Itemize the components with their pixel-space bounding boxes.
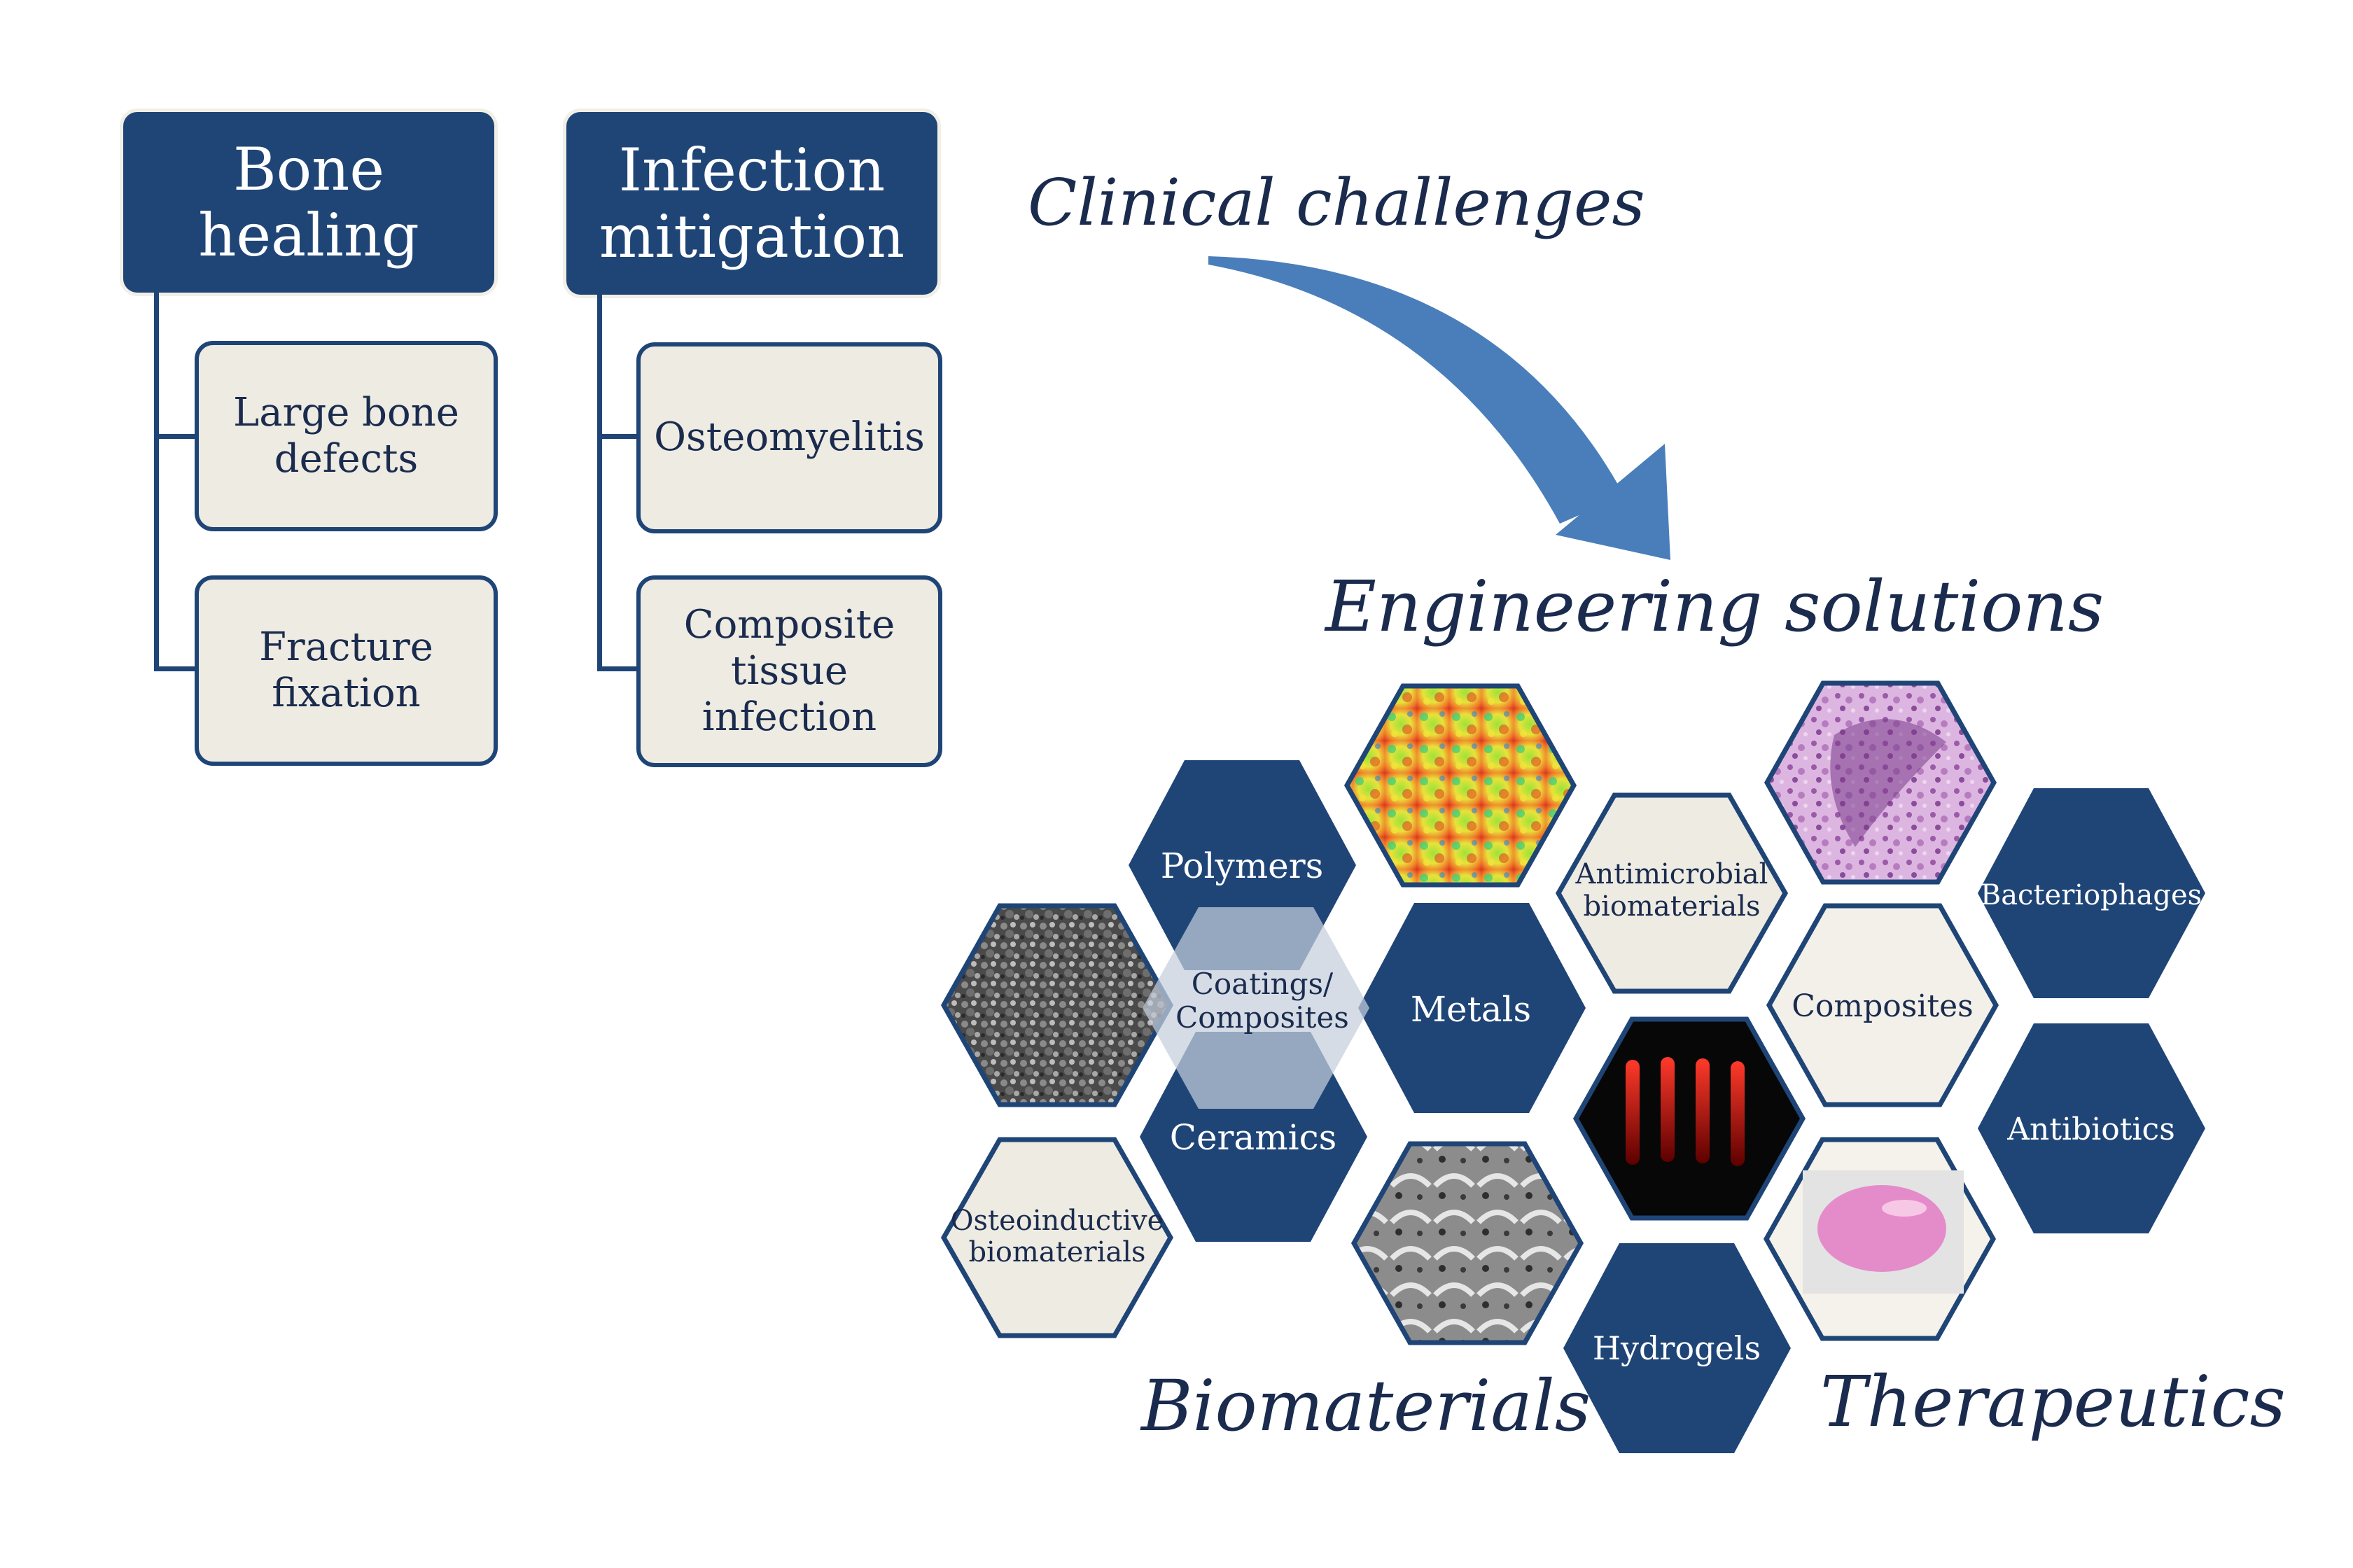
large-bone-defects-box: Large bone defects	[195, 341, 498, 531]
hydrogel-highlight	[1882, 1200, 1927, 1217]
antibiotics-hex-label: Antibiotics	[2006, 1112, 2175, 1147]
composite-tissue-infection-line: infection	[701, 694, 877, 741]
hydrogel-image-hex	[1763, 1137, 1997, 1341]
polymers-hex-label: Polymers	[1161, 846, 1324, 886]
fluorescence-image	[1572, 1016, 1806, 1221]
histology-hex	[1764, 680, 1997, 885]
sem-micrograph-hex	[940, 903, 1174, 1107]
coatings-composites-label-line: Coatings/	[1192, 967, 1334, 1001]
antibiotics-hex-shape	[1978, 1023, 2205, 1233]
composite-tissue-infection-box: Composite tissue infection	[636, 575, 942, 767]
antimicrobial-label-line: biomaterials	[1583, 890, 1760, 923]
fracture-fixation-line: Fracture	[259, 624, 433, 670]
coatings-composites-label-line: Composites	[1175, 1000, 1349, 1035]
infection-mitigation-title-line: Infection	[618, 136, 886, 205]
therapeutics-label: Therapeutics	[1820, 1361, 2286, 1443]
hydrogels-hex-label: Hydrogels	[1593, 1329, 1761, 1367]
bone-healing-connector	[154, 293, 159, 671]
composites-hex-label: Composites	[1792, 988, 1974, 1024]
bacteriophages-hex-label: Bacteriophages	[1981, 879, 2202, 911]
sem-micrograph-image	[940, 903, 1174, 1107]
osteoinductive-hex-shape	[940, 1137, 1174, 1338]
metals-hex-label: Metals	[1411, 989, 1531, 1030]
composites-hex: Composites	[1766, 903, 1999, 1107]
fluorescence-streak	[1626, 1060, 1640, 1165]
fracture-fixation-line: fixation	[272, 671, 421, 716]
bacteriophages-hex: Bacteriophages	[1978, 788, 2205, 998]
osteomyelitis-line: Osteomyelitis	[654, 414, 925, 461]
infection-mitigation-branch	[597, 666, 639, 671]
large-bone-defects-line: defects	[274, 436, 419, 482]
composite-tissue-infection-line: tissue	[730, 648, 849, 694]
bone-healing-title-line: Bone	[232, 134, 385, 204]
fracture-fixation-box: Fracture fixation	[195, 575, 498, 766]
clinical-challenges-label: Clinical challenges	[1028, 165, 1645, 240]
heatmap-hex	[1343, 683, 1577, 888]
coatings-composites-hex-shape	[1143, 907, 1369, 1109]
bone-healing-title-line: healing	[198, 201, 419, 270]
antimicrobial-label-line: Antimicrobial	[1575, 858, 1768, 890]
antimicrobial-hex-shape	[1555, 792, 1789, 994]
curved-arrow-head	[1556, 444, 1670, 560]
antimicrobial-hex: Antimicrobial biomaterials	[1555, 792, 1789, 994]
osteoinductive-label-line: biomaterials	[968, 1236, 1145, 1268]
ceramics-hex-label: Ceramics	[1170, 1117, 1337, 1158]
curved-arrow-body	[1208, 256, 1624, 524]
histology-stain-mark	[1830, 719, 1946, 847]
heatmap-image	[1343, 683, 1577, 888]
hydrogel-blob	[1817, 1185, 1946, 1272]
osteoinductive-label-line: Osteoinductive	[951, 1205, 1164, 1237]
infection-mitigation-title-line: mitigation	[599, 202, 905, 271]
antibiotics-hex: Antibiotics	[1978, 1023, 2205, 1233]
fluorescence-streak	[1696, 1058, 1710, 1163]
metals-hex: Metals	[1358, 903, 1586, 1113]
osteomyelitis-box: Osteomyelitis	[636, 342, 942, 533]
fluorescence-hex	[1572, 1016, 1806, 1221]
bone-healing-branch	[154, 666, 196, 671]
hydrogels-hex: Hydrogels	[1563, 1243, 1791, 1453]
scaffold-hex	[1350, 1141, 1584, 1345]
bone-healing-branch	[154, 434, 196, 439]
hydrogels-hex-shape	[1563, 1243, 1791, 1453]
engineering-solutions-label: Engineering solutions	[1325, 566, 2104, 648]
coatings-composites-hex: Coatings/ Composites	[1143, 907, 1369, 1109]
composites-hex-shape	[1766, 903, 1999, 1107]
osteoinductive-hex: Osteoinductive biomaterials	[940, 1137, 1174, 1338]
infection-mitigation-connector	[597, 295, 602, 671]
fluorescence-streak	[1661, 1057, 1675, 1162]
bacteriophages-hex-shape	[1978, 788, 2205, 998]
scaffold-image	[1350, 1141, 1584, 1345]
infection-mitigation-branch	[597, 434, 639, 439]
bone-healing-header: Bone healing	[123, 112, 494, 293]
fluorescence-streak	[1731, 1061, 1745, 1166]
composite-tissue-infection-line: Composite	[683, 601, 895, 648]
large-bone-defects-line: Large bone	[233, 389, 459, 435]
infection-mitigation-header: Infection mitigation	[566, 112, 937, 295]
biomaterials-label: Biomaterials	[1141, 1365, 1591, 1447]
metals-hex-shape	[1358, 903, 1586, 1113]
